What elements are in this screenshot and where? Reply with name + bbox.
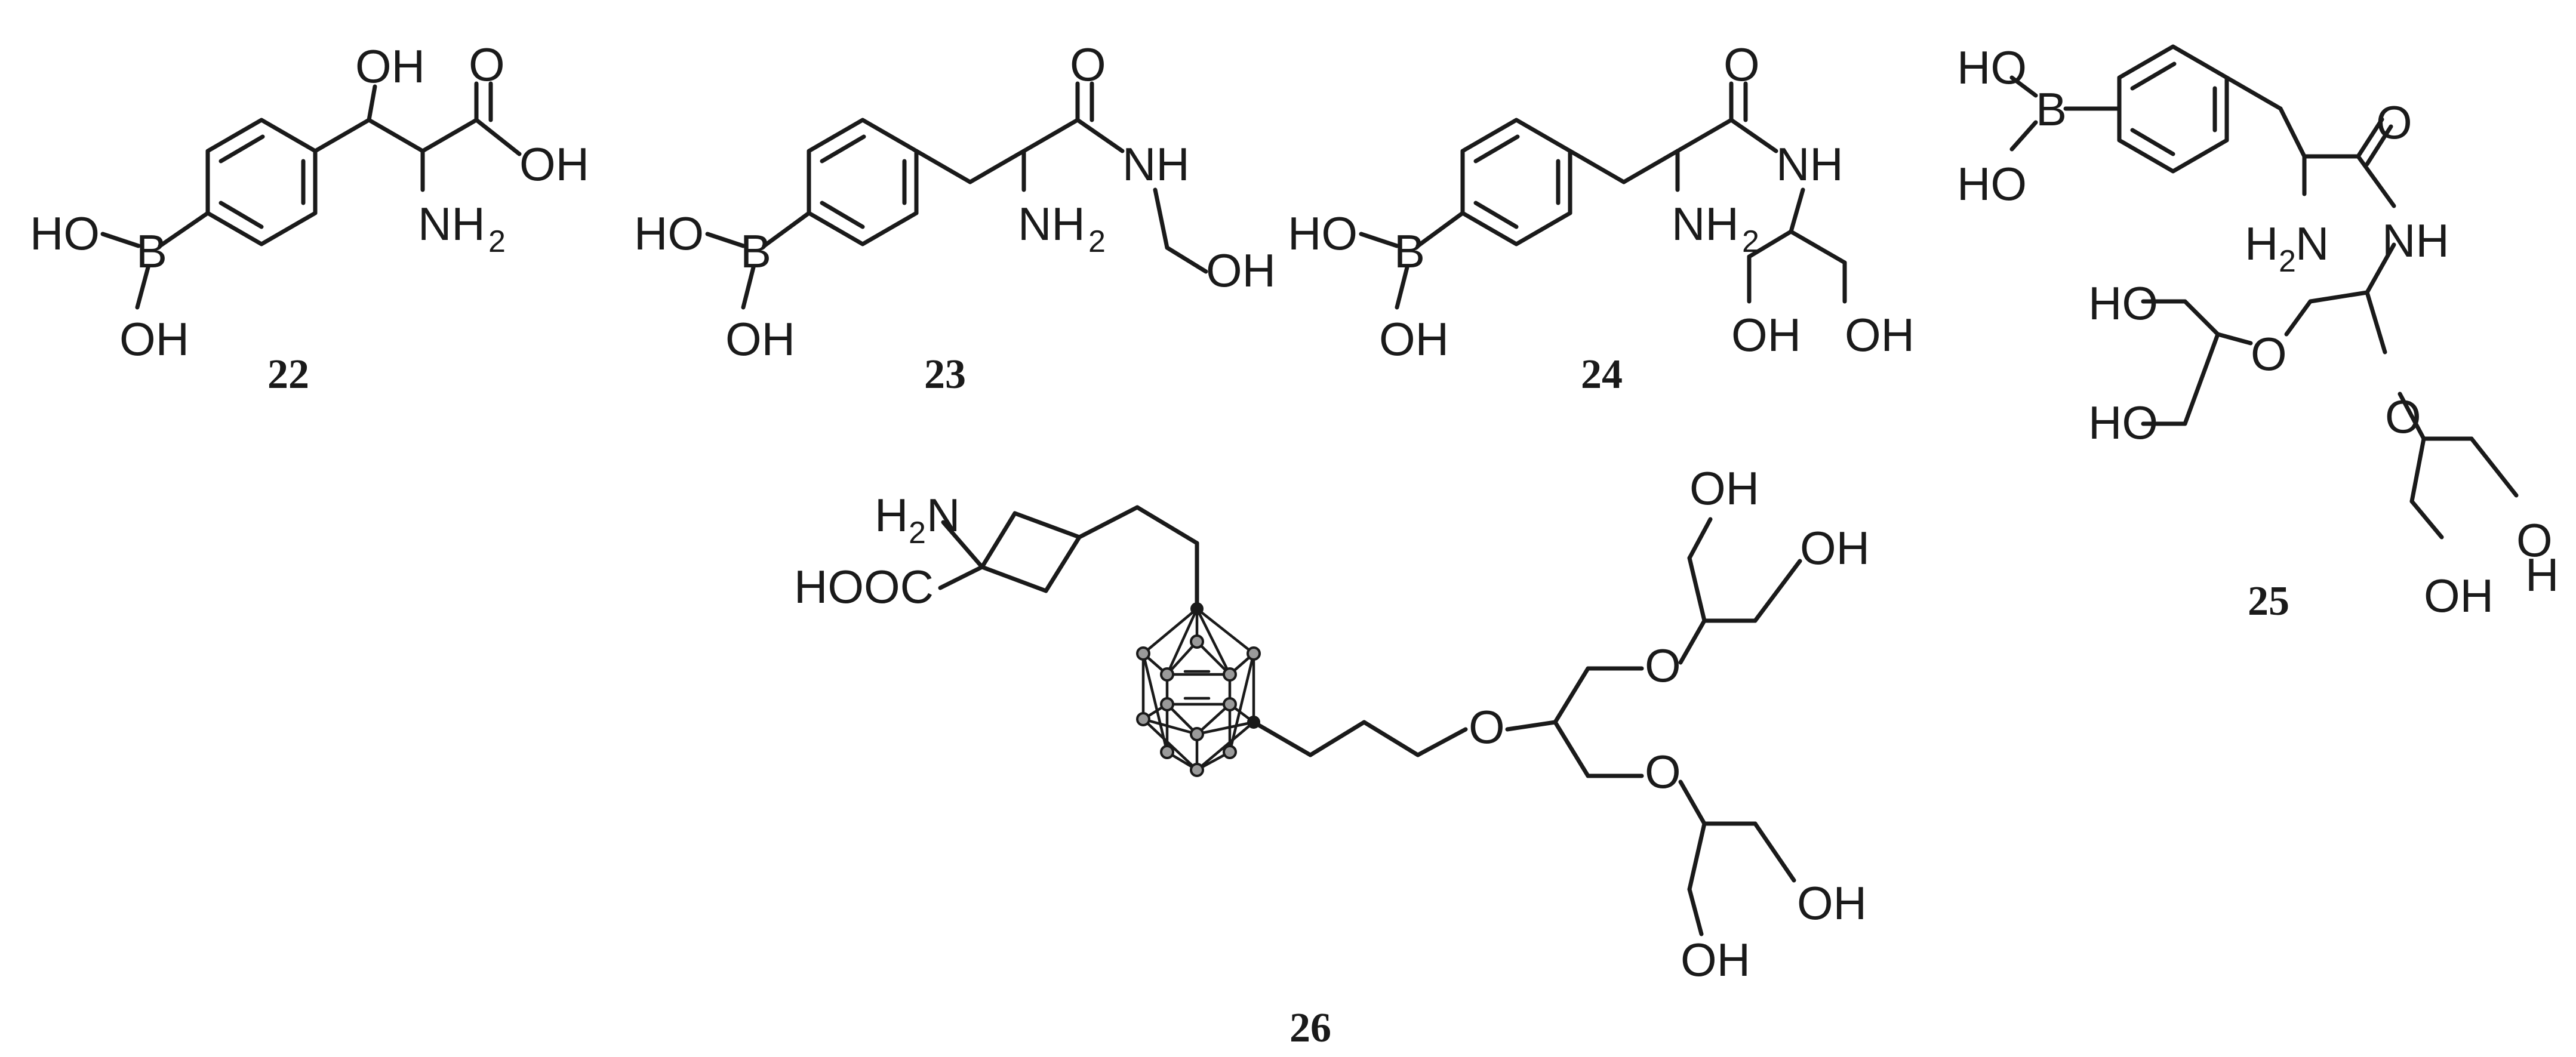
boronic-oh-label: OH: [1379, 313, 1449, 365]
hydroxyl-label: OH: [355, 40, 425, 93]
hydroxyl-label-right: OH: [1845, 309, 1915, 361]
carbonyl-oxygen-label: O: [1724, 38, 1760, 91]
ether-oxygen-2: O: [2385, 390, 2421, 443]
cage-boron: [1136, 646, 1150, 661]
compound-26: H 2 N HOOC: [794, 462, 1870, 1051]
amine-h-label: H: [875, 489, 908, 541]
compound-number: 23: [924, 352, 966, 397]
hydroxyl-label-2: OH: [1800, 522, 1870, 574]
ether-oxygen-lower: O: [1645, 745, 1681, 798]
cage-boron: [1223, 697, 1237, 711]
boron-label: B: [2036, 83, 2067, 135]
compound-25: HO B HO O H 2 N NH HO O HO O O H OH 25: [1957, 41, 2559, 624]
carbonyl-oxygen-label: O: [2376, 96, 2412, 149]
cage-boron: [1160, 745, 1174, 759]
hydroxyl-label-1: HO: [2088, 277, 2158, 329]
amide-nh-label: NH: [1122, 138, 1190, 190]
amide-nh-label: NH: [1776, 138, 1843, 190]
amine-subscript: 2: [1088, 224, 1106, 259]
cage-boron: [1190, 727, 1204, 741]
compound-number: 24: [1581, 352, 1623, 397]
cage-carbon-top: [1190, 602, 1204, 615]
cage-boron: [1136, 712, 1150, 726]
carbonyl-oxygen-label: O: [1070, 38, 1106, 91]
boronic-ho-label: HO: [1288, 207, 1358, 260]
amine-n-label: N: [927, 489, 960, 541]
compound-23: O NH OH NH 2 B HO OH 23: [634, 38, 1276, 397]
carborane-cage: [1136, 602, 1261, 777]
hydroxyl-label-1: OH: [1689, 462, 1759, 514]
hydroxyl-label-3a: O: [2516, 514, 2553, 566]
amine-label: NH: [1672, 198, 1739, 250]
cage-boron: [1223, 667, 1237, 682]
compound-number: 22: [267, 352, 309, 397]
carbonyl-oxygen-label: O: [469, 38, 505, 91]
compound-number: 26: [1289, 1005, 1331, 1051]
hydroxyl-label: OH: [1206, 244, 1276, 297]
ether-oxygen-1: O: [2251, 328, 2287, 380]
cage-boron: [1247, 646, 1261, 661]
boron-label: B: [136, 225, 167, 278]
cage-boron: [1223, 745, 1237, 759]
cage-boron: [1160, 667, 1174, 682]
hydroxyl-label-4: OH: [1681, 933, 1750, 986]
boron-label: B: [740, 225, 771, 278]
amine-subscript: 2: [2279, 244, 2296, 279]
carboxyl-label: HOOC: [794, 560, 934, 613]
compound-24: O NH NH 2 OH OH B HO OH 24: [1288, 38, 1915, 397]
amine-subscript: 2: [909, 516, 926, 550]
cage-boron: [1160, 697, 1174, 711]
ether-oxygen-core: O: [1469, 701, 1505, 753]
amide-nh-label: NH: [2382, 214, 2449, 267]
boronic-ho-label: HO: [1957, 41, 2027, 94]
cage-boron: [1190, 763, 1204, 777]
boronic-oh-label: OH: [119, 313, 189, 365]
hydroxyl-label-3: OH: [1797, 877, 1867, 929]
hydroxyl-label-left: OH: [1731, 309, 1801, 361]
hydroxyl-label-4: OH: [2424, 569, 2494, 622]
boronic-ho-label: HO: [30, 207, 100, 260]
acid-oh-label: OH: [519, 138, 589, 190]
cage-boron: [1190, 634, 1204, 649]
boronic-ho-label: HO: [634, 207, 704, 260]
amine-subscript: 2: [1742, 224, 1759, 259]
boronic-oh-label: OH: [725, 313, 795, 365]
hydroxyl-label-2: HO: [2088, 396, 2158, 449]
hydroxyl-label-3b: H: [2525, 548, 2559, 601]
amine-subscript: 2: [488, 224, 506, 259]
amine-label: NH: [418, 198, 485, 250]
boron-label: B: [1394, 225, 1425, 278]
compound-22: OH O OH NH 2 B HO OH 22: [30, 38, 589, 397]
ether-oxygen-upper: O: [1645, 639, 1681, 692]
boronic-oh-label: HO: [1957, 158, 2027, 210]
amine-n-label: N: [2295, 217, 2329, 270]
compound-number: 25: [2248, 578, 2289, 624]
amine-label: H: [2245, 217, 2278, 270]
amine-label: NH: [1018, 198, 1085, 250]
